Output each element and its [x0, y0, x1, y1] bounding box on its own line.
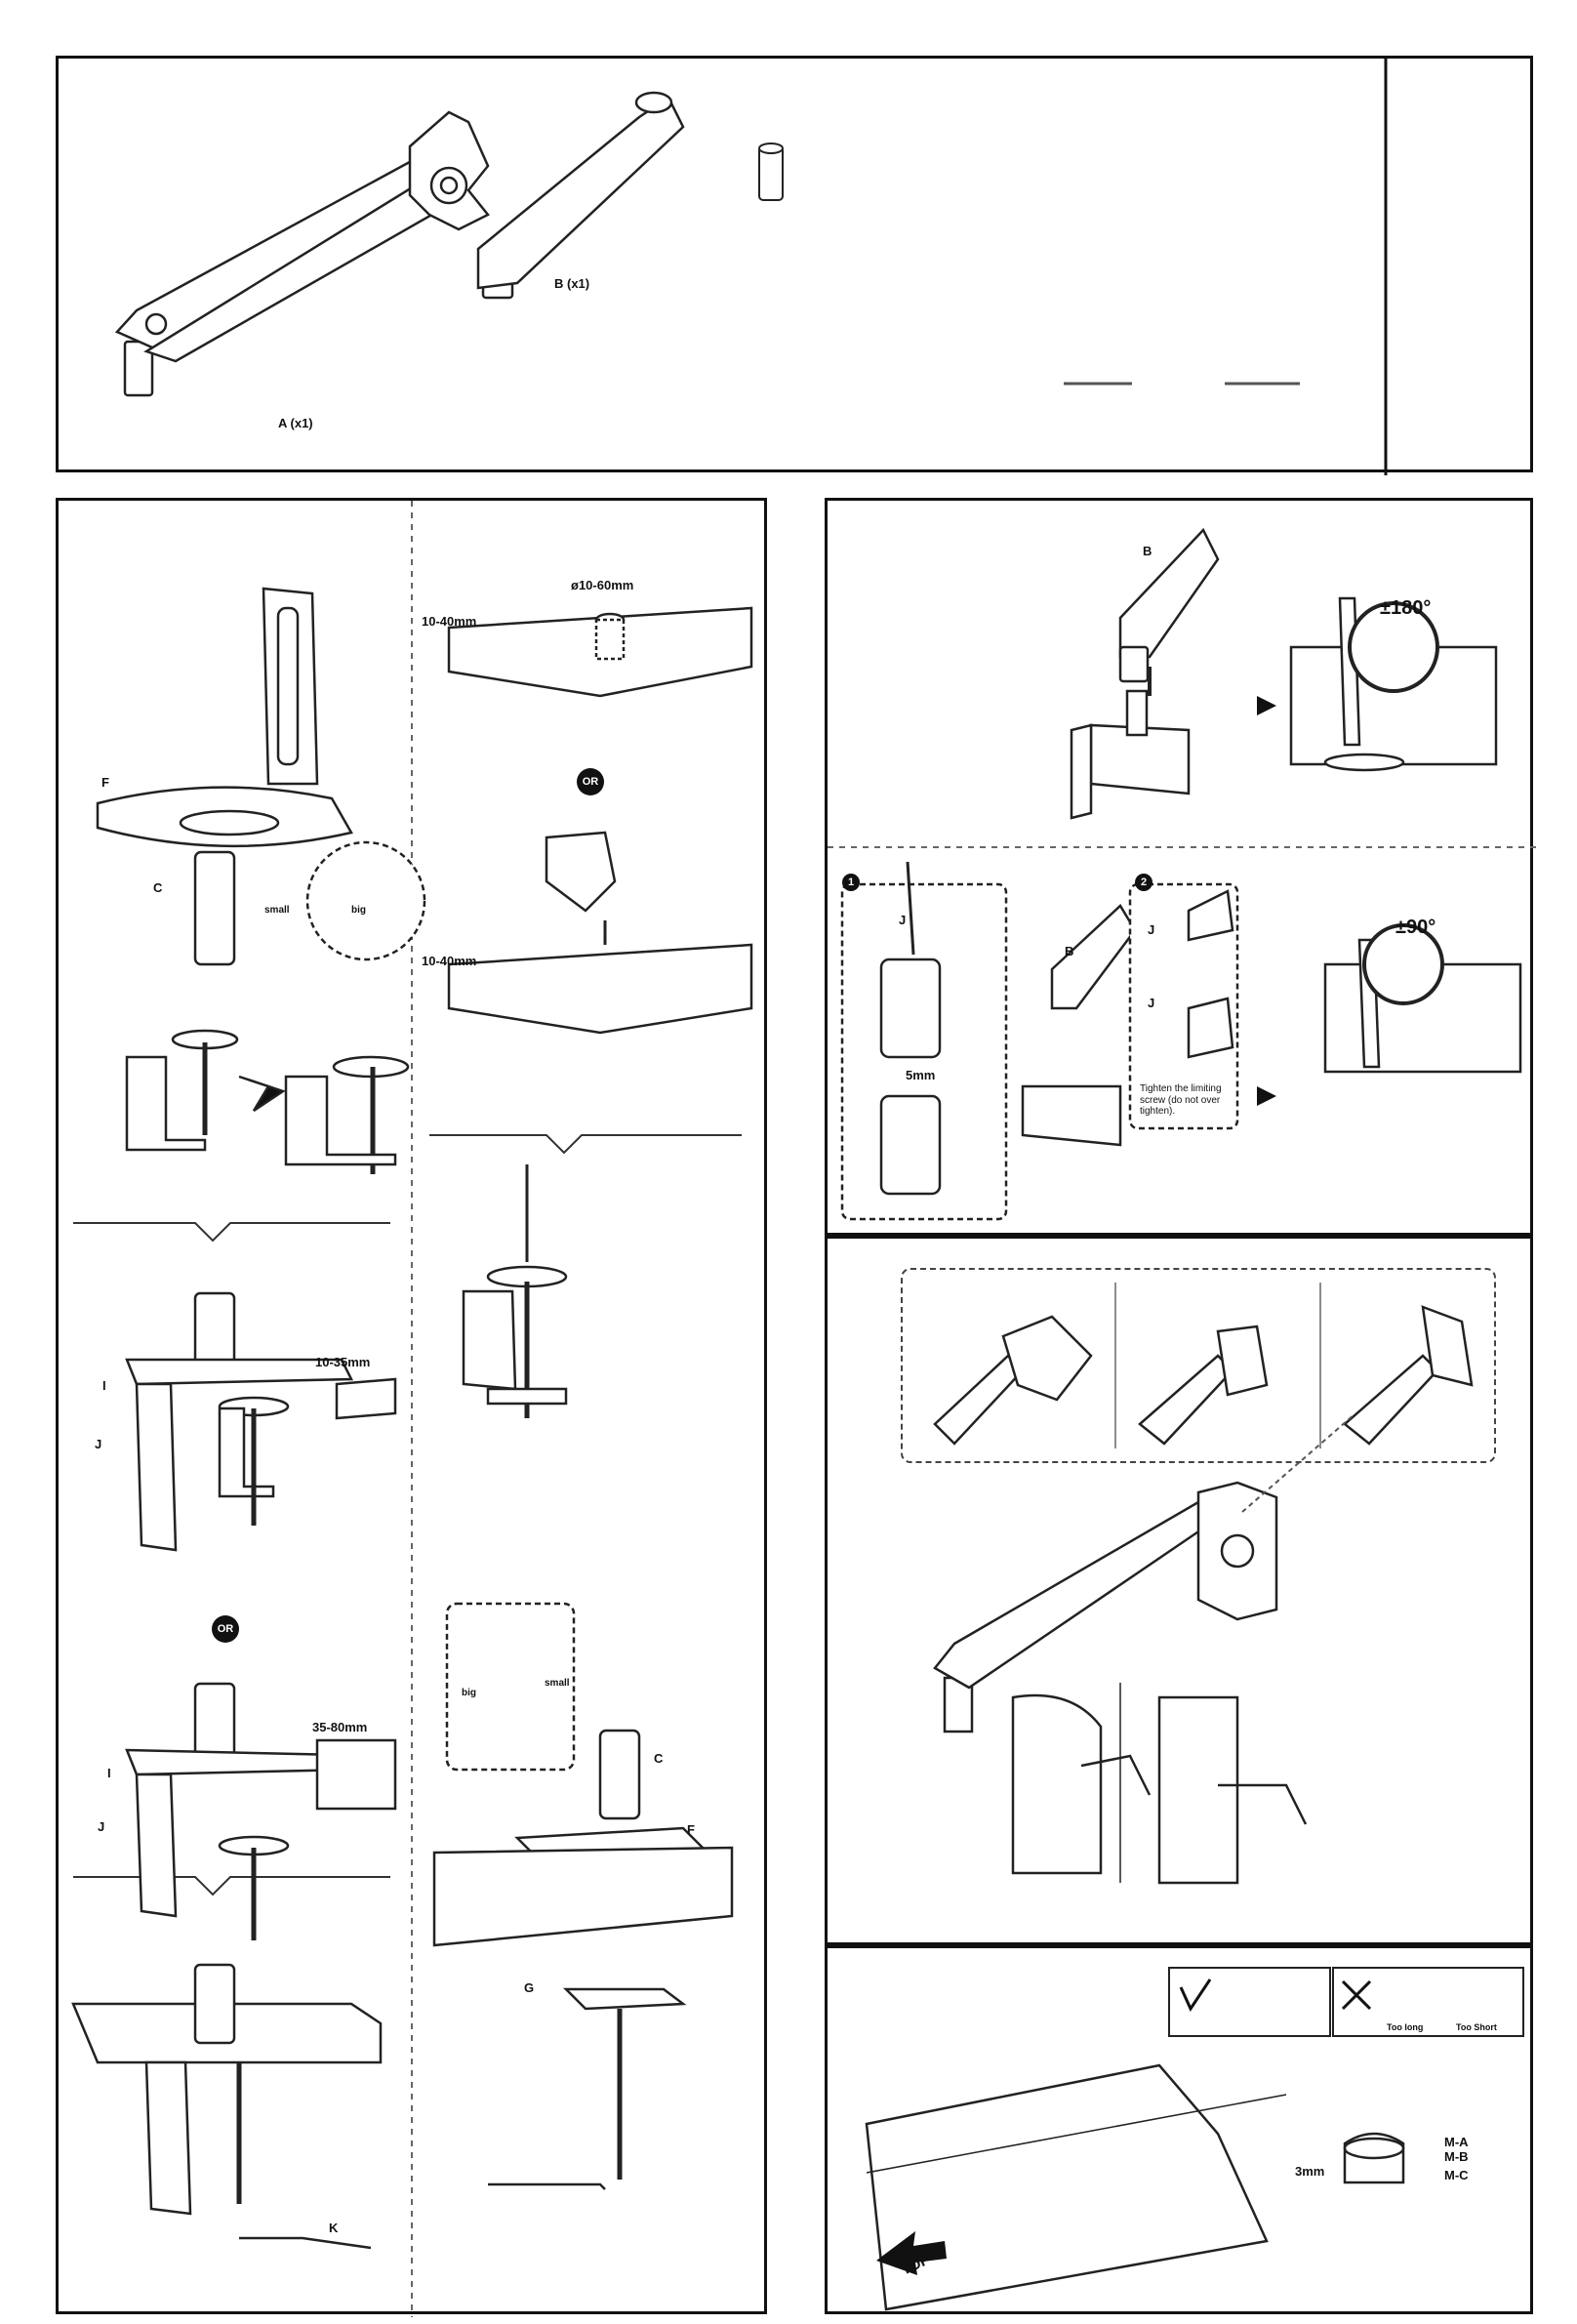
label-f-top: F: [101, 776, 109, 789]
vesa-screw-illustration: [828, 1948, 1536, 2317]
label-big: big: [351, 906, 366, 916]
desk-drill-drawing: [449, 608, 751, 1033]
label-j-small: J: [95, 1438, 101, 1450]
part-b-label: B (x1): [554, 277, 589, 290]
bracket-drawing: [98, 589, 425, 964]
m-a-label: M-A: [1444, 2136, 1469, 2148]
label-j-large: J: [98, 1820, 104, 1833]
rotate-90-label: ±90°: [1395, 917, 1435, 937]
gap-5mm-label: 5mm: [906, 1069, 935, 1081]
spacer-part-drawing: [759, 143, 783, 200]
label-j-step2b: J: [1148, 997, 1154, 1009]
too-short-label: Too Short: [1456, 2023, 1497, 2032]
step-2-badge: 2: [1135, 874, 1152, 891]
label-g: G: [524, 1981, 534, 1994]
part-a-label: A (x1): [278, 417, 313, 429]
arm-b-insert-drawing: [1072, 530, 1218, 818]
grommet-screw-drawing: [464, 1164, 566, 1418]
parts-panel: A (x1) B (x1): [56, 56, 1533, 472]
arm-b-drawing: [478, 93, 683, 298]
label-c-top: C: [153, 881, 162, 894]
monitor-back-drawing: [867, 2065, 1403, 2309]
label-c-grommet: C: [654, 1752, 663, 1765]
desk-clamp-drawing: [73, 1965, 381, 2248]
m-c-label: M-C: [1444, 2169, 1469, 2181]
thickness-b-label: 10-40mm: [422, 955, 476, 967]
arm-a-drawing: [117, 112, 488, 395]
label-k: K: [329, 2222, 338, 2234]
depth-3mm-label: 3mm: [1295, 2165, 1324, 2178]
label-j-step1: J: [899, 914, 906, 926]
rotate-180-label: ±180°: [1380, 598, 1431, 618]
thickness-a-label: 10-40mm: [422, 615, 476, 628]
label-b-step: B: [1065, 945, 1073, 958]
label-small: small: [264, 906, 290, 916]
step-1-badge: 1: [842, 874, 860, 891]
tension-adjust-drawing: [1013, 1683, 1306, 1883]
vesa-illustration: [828, 1239, 1536, 1948]
mount-illustration: [59, 501, 770, 2317]
label-i-small: I: [102, 1379, 106, 1392]
or-badge-clamp: OR: [212, 1615, 239, 1643]
vesa-steps-drawing: [935, 1307, 1472, 1444]
clamp-small-drawing: [127, 1293, 395, 1550]
vesa-panel: [825, 1236, 1533, 1945]
label-i-large: I: [107, 1767, 111, 1779]
range-large-label: 35-80mm: [312, 1721, 367, 1733]
too-long-label: Too long: [1387, 2023, 1423, 2032]
arm-install-panel: B ±180° 1 2 J J J B 5mm ±90° Tighten the…: [825, 498, 1533, 1236]
range-small-label: 10-35mm: [315, 1356, 370, 1368]
grommet-assembly-drawing: [434, 1604, 732, 2189]
label-j-step2a: J: [1148, 923, 1154, 936]
limit-screw-drawing: [842, 862, 1520, 1219]
arm-vesa-drawing: [935, 1483, 1276, 1732]
parts-illustration: [59, 59, 1536, 475]
label-big-grommet: big: [462, 1689, 476, 1698]
label-b-arm: B: [1143, 545, 1152, 557]
vesa-screw-panel: Too long Too Short M-A M-B M-C 3mm TOP: [825, 1945, 1533, 2314]
label-small-grommet: small: [545, 1679, 570, 1689]
m-b-label: M-B: [1444, 2150, 1469, 2163]
hole-diameter-label: ø10-60mm: [571, 579, 633, 591]
label-f-grommet: F: [687, 1823, 695, 1836]
rotate-180-drawing: [1291, 598, 1496, 770]
or-badge-grommet: OR: [577, 768, 604, 795]
clamp-convert-drawing: [127, 1031, 408, 1174]
mount-panel: F C small big 10-35mm I J OR 35-80mm I J…: [56, 498, 767, 2314]
tighten-note: Tighten the limiting screw (do not over …: [1140, 1083, 1237, 1118]
